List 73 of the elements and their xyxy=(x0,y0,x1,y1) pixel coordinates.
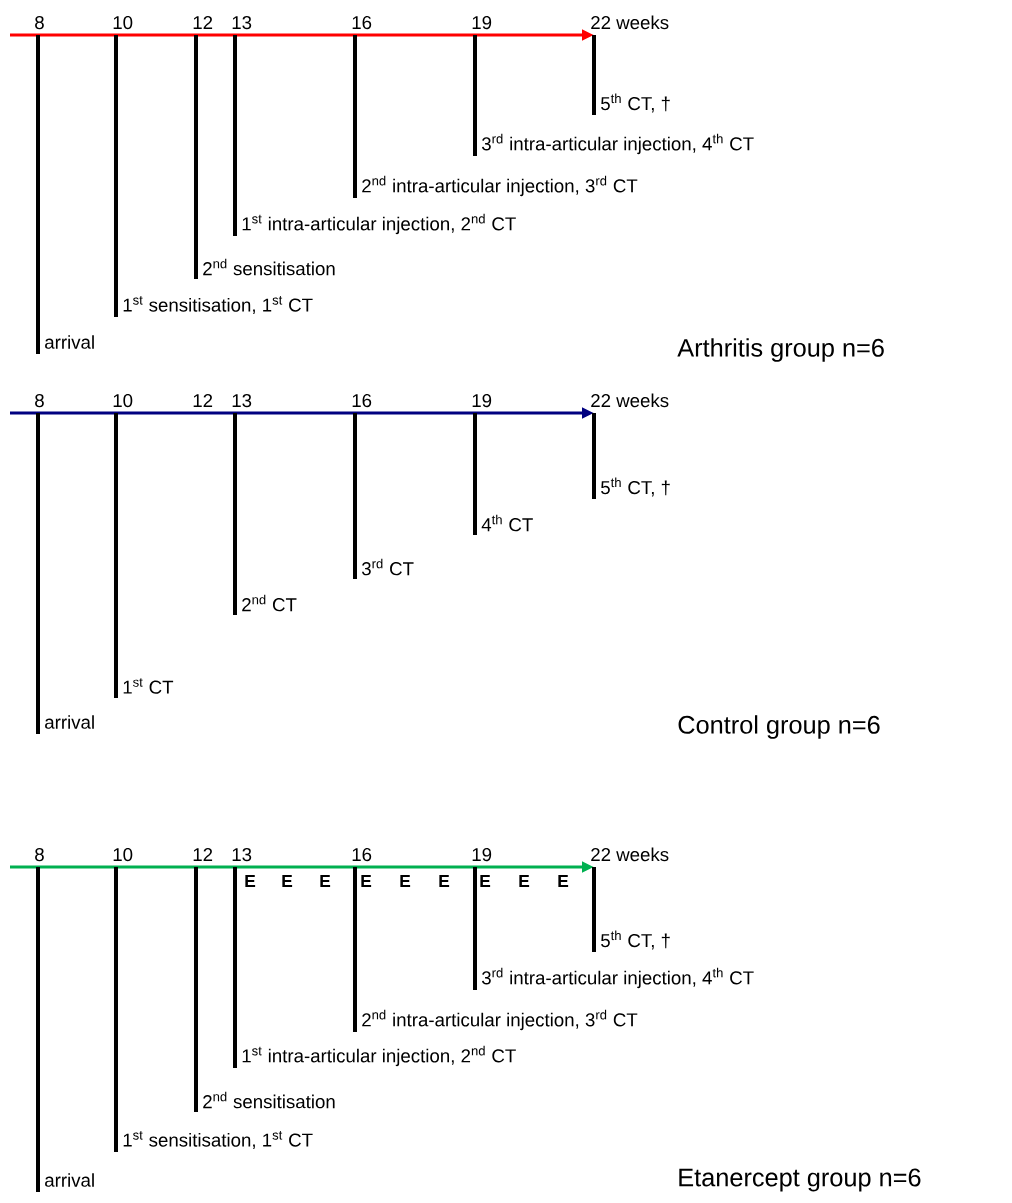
event-label: 1$^{st}$ intra-articular injection, 2$^{nd}$ CT xyxy=(242,213,516,235)
tick-number: 12 xyxy=(193,15,213,29)
tick-number: 19 xyxy=(472,393,492,408)
timepoint-line xyxy=(194,35,198,279)
timepoint-line xyxy=(194,867,198,1112)
event-label: 1$^{st}$ sensitisation, 1$^{st}$ CT xyxy=(123,1131,313,1149)
tick-number: 10 xyxy=(113,393,133,408)
event-label: arrival xyxy=(45,1173,94,1187)
timepoint-line xyxy=(353,35,357,198)
group-title: Etanercept group n=6 xyxy=(679,1168,921,1192)
treatment-mark: E xyxy=(361,875,372,887)
event-label: 3$^{rd}$ CT xyxy=(362,558,414,576)
treatment-mark: E xyxy=(320,875,331,887)
timepoint-line xyxy=(114,35,118,317)
tick-number: 22 weeks xyxy=(591,847,669,862)
event-label: 2$^{nd}$ intra-articular injection, 3$^{rd}$ CT xyxy=(362,1009,638,1031)
treatment-mark: E xyxy=(400,875,411,887)
tick-number: 8 xyxy=(35,15,44,30)
event-label: 5$^{th}$ CT, † xyxy=(601,930,670,950)
treatment-mark: E xyxy=(519,875,530,887)
timepoint-line xyxy=(233,35,237,236)
timepoint-line xyxy=(353,867,357,1032)
tick-number: 19 xyxy=(472,847,492,862)
timepoint-line xyxy=(114,413,118,698)
treatment-mark: E xyxy=(558,875,569,887)
timepoint-line xyxy=(592,413,596,499)
tick-number: 16 xyxy=(352,847,372,862)
event-label: 5$^{th}$ CT, † xyxy=(601,93,670,113)
tick-number: 12 xyxy=(193,393,213,407)
event-label: 1$^{st}$ sensitisation, 1$^{st}$ CT xyxy=(123,296,313,314)
event-label: arrival xyxy=(45,335,94,349)
timepoint-line xyxy=(233,413,237,615)
tick-number: 8 xyxy=(35,393,44,408)
treatment-mark: E xyxy=(282,875,293,887)
event-label: 5$^{th}$ CT, † xyxy=(601,477,670,497)
tick-number: 13 xyxy=(232,393,252,408)
tick-number: 22 weeks xyxy=(591,15,669,30)
tick-number: 13 xyxy=(232,847,252,862)
event-label: 4$^{th}$ CT xyxy=(481,514,533,532)
timepoint-line xyxy=(473,413,477,535)
event-label: 3$^{rd}$ intra-articular injection, 4$^{th}$ CT xyxy=(482,133,754,155)
timepoint-line xyxy=(233,867,237,1068)
timepoint-line xyxy=(353,413,357,579)
tick-number: 19 xyxy=(472,15,492,30)
tick-number: 10 xyxy=(113,847,133,862)
timepoint-line xyxy=(473,35,477,156)
timepoint-line xyxy=(114,867,118,1152)
treatment-mark: E xyxy=(439,875,450,887)
tick-number: 16 xyxy=(352,393,372,408)
treatment-mark: E xyxy=(245,875,256,887)
treatment-mark: E xyxy=(480,875,491,887)
tick-number: 10 xyxy=(113,15,133,30)
timepoint-line xyxy=(592,867,596,952)
tick-number: 22 weeks xyxy=(591,393,669,408)
group-title: Control group n=6 xyxy=(678,715,880,739)
tick-number: 16 xyxy=(352,15,372,30)
event-label: arrival xyxy=(45,715,94,729)
timepoint-line xyxy=(36,413,40,734)
tick-number: 13 xyxy=(232,15,252,30)
group-title: Arthritis group n=6 xyxy=(677,338,884,362)
event-label: 2$^{nd}$ sensitisation xyxy=(203,258,335,276)
event-label: 1$^{st}$ intra-articular injection, 2$^{nd}$ CT xyxy=(242,1045,516,1067)
timepoint-line xyxy=(473,867,477,990)
timepoint-line xyxy=(592,35,596,115)
event-label: 1$^{st}$ CT xyxy=(123,678,174,694)
tick-number: 8 xyxy=(35,847,44,862)
timepoint-line xyxy=(36,867,40,1192)
event-label: 2$^{nd}$ sensitisation xyxy=(203,1091,335,1109)
timepoint-line xyxy=(36,35,40,354)
tick-number: 12 xyxy=(193,847,213,861)
event-label: 3$^{rd}$ intra-articular injection, 4$^{th}$ CT xyxy=(482,967,754,989)
event-label: 2$^{nd}$ intra-articular injection, 3$^{rd}$ CT xyxy=(362,175,638,197)
event-label: 2$^{nd}$ CT xyxy=(242,594,297,612)
